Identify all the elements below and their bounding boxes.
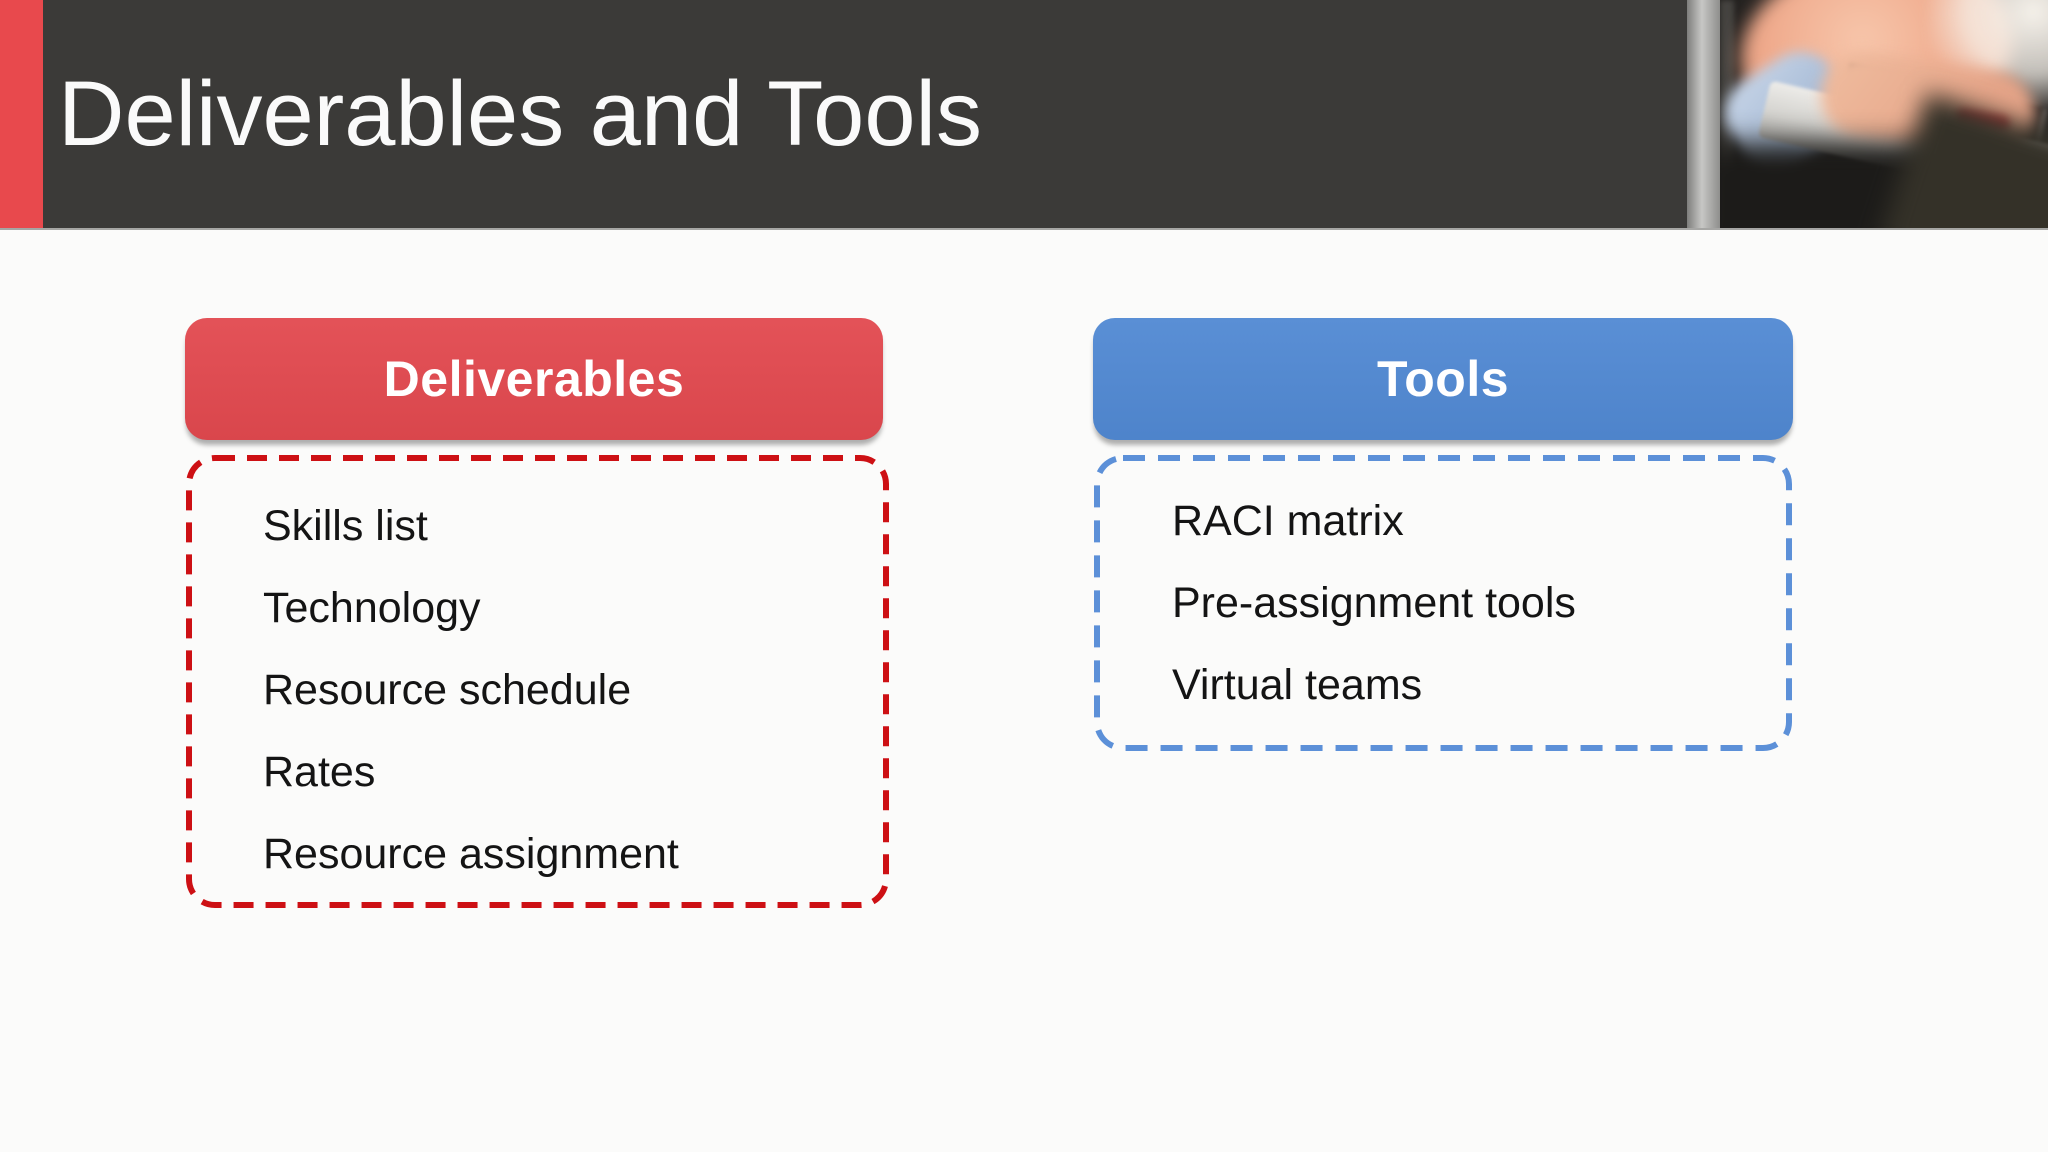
list-item: Technology	[263, 584, 481, 632]
list-item: Skills list	[263, 502, 428, 550]
list-item: RACI matrix	[1172, 497, 1404, 545]
list-item: Resource assignment	[263, 830, 679, 878]
page-title: Deliverables and Tools	[58, 63, 982, 165]
tools-dashed-border	[1094, 455, 1792, 751]
deliverables-header: Deliverables	[185, 318, 883, 440]
tools-panel: RACI matrix Pre-assignment tools Virtual…	[1093, 454, 1793, 752]
deliverables-dashed-rect	[186, 455, 889, 908]
list-item: Virtual teams	[1172, 661, 1423, 709]
tools-list: RACI matrix Pre-assignment tools Virtual…	[1093, 454, 1793, 726]
list-item: Rates	[263, 748, 376, 796]
deliverables-panel: Skills list Technology Resource schedule…	[185, 454, 890, 909]
header-divider-bar	[1687, 0, 1720, 228]
deliverables-list: Skills list Technology Resource schedule…	[185, 454, 890, 895]
deliverables-header-label: Deliverables	[383, 351, 685, 407]
tools-dashed-rect	[1094, 455, 1792, 751]
header-bar: Deliverables and Tools	[0, 0, 2048, 230]
accent-stripe	[0, 0, 43, 228]
tools-header: Tools	[1093, 318, 1793, 440]
list-item: Resource schedule	[263, 666, 632, 714]
header-photo-hands-typing	[1720, 0, 2048, 228]
tools-header-label: Tools	[1376, 351, 1510, 407]
list-item: Pre-assignment tools	[1172, 579, 1576, 627]
deliverables-dashed-border	[186, 455, 889, 908]
